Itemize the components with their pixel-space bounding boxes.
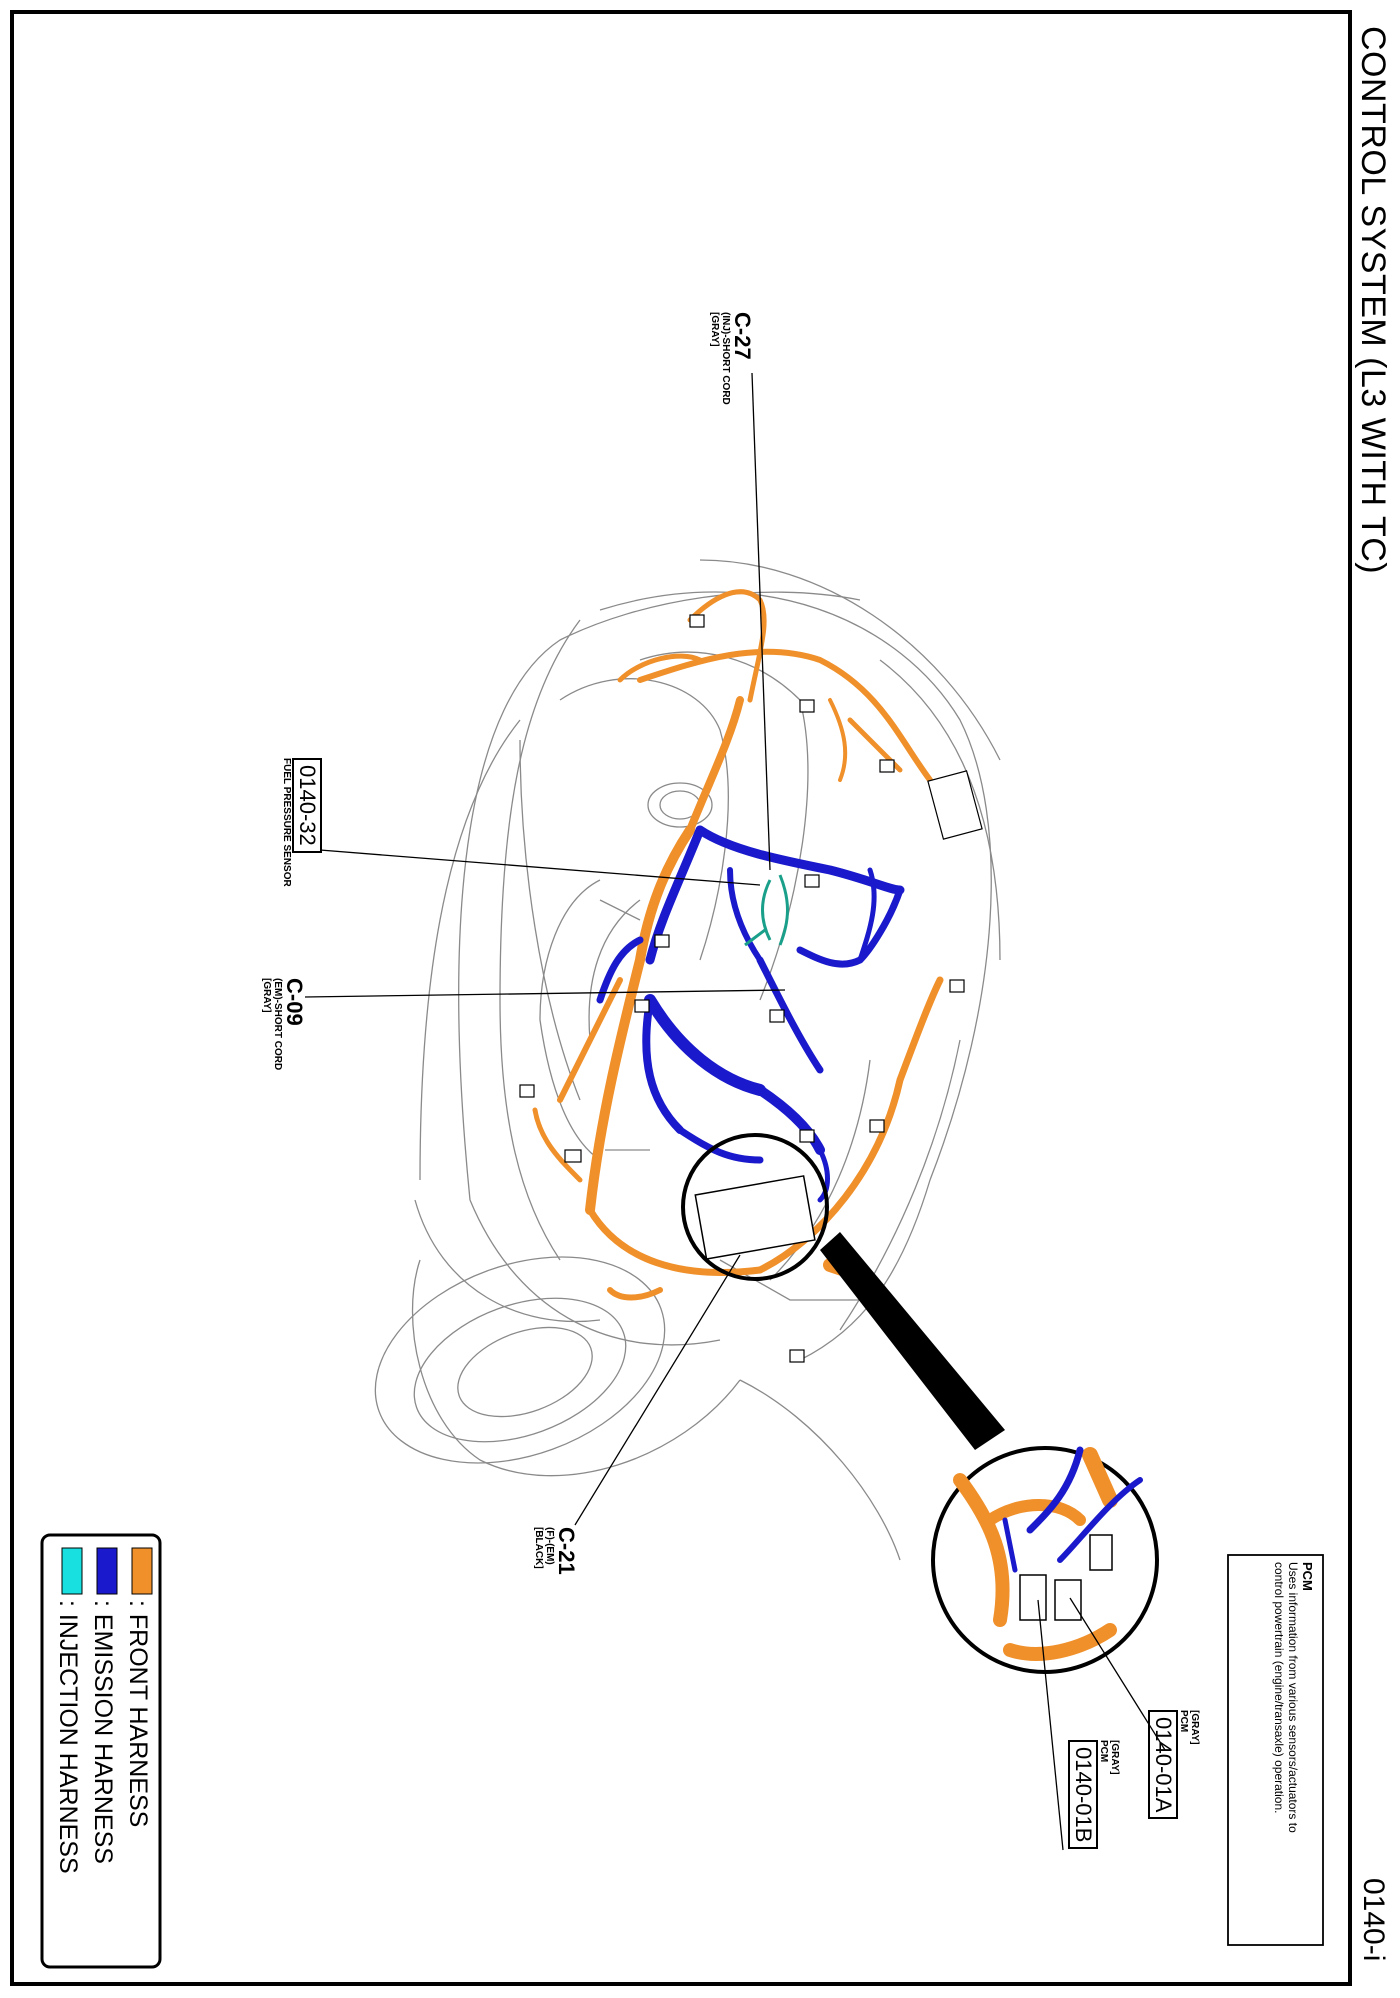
legend-swatch-injection — [61, 1547, 83, 1595]
legend-item-front: : FRONT HARNESS — [124, 1600, 152, 1828]
callout-fuel-pressure-sensor: 0140-32 FUEL PRESSURE SENSOR — [281, 758, 322, 887]
legend-swatch-front — [131, 1547, 153, 1595]
vehicle-outline — [374, 559, 1001, 1561]
pcm-note-line2: control powertrain (engine/transaxle) op… — [1272, 1562, 1286, 1814]
callout-0140-32-desc: FUEL PRESSURE SENSOR — [281, 758, 292, 887]
callout-0140-01a-desc: PCM — [1178, 1710, 1189, 1733]
callout-c27-id: C-27 — [730, 312, 755, 360]
pcm-location — [681, 1133, 1005, 1450]
page-title-wrap: CONTROL SYSTEM (L3 WITH TC) — [1353, 26, 1392, 574]
leader-lines — [304, 372, 1166, 1851]
callout-0140-01b-color: [GRAY] — [1109, 1740, 1120, 1775]
callout-0140-01a-color: [GRAY] — [1189, 1710, 1200, 1745]
injection-harness-lines — [744, 874, 789, 947]
callout-c21-id: C-21 — [554, 1527, 579, 1575]
legend: : FRONT HARNESS : EMISSION HARNESS : INJ… — [52, 1600, 154, 1874]
page-frame — [10, 10, 1352, 1986]
page-title: CONTROL SYSTEM (L3 WITH TC) — [1354, 26, 1392, 575]
callout-c09-id: C-09 — [282, 978, 307, 1026]
legend-item-injection: : INJECTION HARNESS — [54, 1600, 82, 1874]
callout-0140-01a-id: 0140-01A — [1148, 1710, 1178, 1820]
legend-item-emission: : EMISSION HARNESS — [89, 1600, 117, 1864]
callout-c27-color: [GRAY] — [709, 312, 720, 347]
pcm-note-heading: PCM — [1300, 1562, 1315, 1591]
callout-0140-01b-desc: PCM — [1098, 1740, 1109, 1763]
pcm-note-box — [1227, 1554, 1324, 1946]
callout-c09-color: [GRAY] — [261, 978, 272, 1013]
callout-c27-desc: (INJ)-SHORT CORD — [720, 312, 731, 405]
callout-c27: C-27 (INJ)-SHORT CORD [GRAY] — [709, 312, 755, 405]
callout-c09: C-09 (EM)-SHORT CORD [GRAY] — [261, 978, 307, 1071]
pcm-note-line1: Uses information from various sensors/ac… — [1286, 1562, 1300, 1833]
callout-0140-01a: [GRAY] PCM 0140-01A — [1148, 1710, 1200, 1820]
callout-0140-01b: [GRAY] PCM 0140-01B — [1068, 1740, 1120, 1850]
pcm-inset-detail — [931, 1446, 1159, 1674]
connector-symbols — [519, 614, 983, 1363]
callout-c21-color: [BLACK] — [533, 1527, 544, 1569]
callout-0140-01b-id: 0140-01B — [1068, 1740, 1098, 1850]
pcm-note: PCM Uses information from various sensor… — [1272, 1562, 1315, 1833]
page-number: 0140-i — [1357, 1878, 1390, 1962]
legend-swatch-emission — [96, 1547, 118, 1595]
legend-box — [40, 1533, 162, 1969]
emission-harness-lines — [596, 825, 905, 1203]
callout-0140-32-id: 0140-32 — [292, 758, 322, 853]
callout-c21: C-21 (F)-(EM) [BLACK] — [533, 1527, 579, 1575]
callout-c09-desc: (EM)-SHORT CORD — [272, 978, 283, 1071]
page-number-wrap: 0140-i — [1356, 1878, 1390, 1961]
